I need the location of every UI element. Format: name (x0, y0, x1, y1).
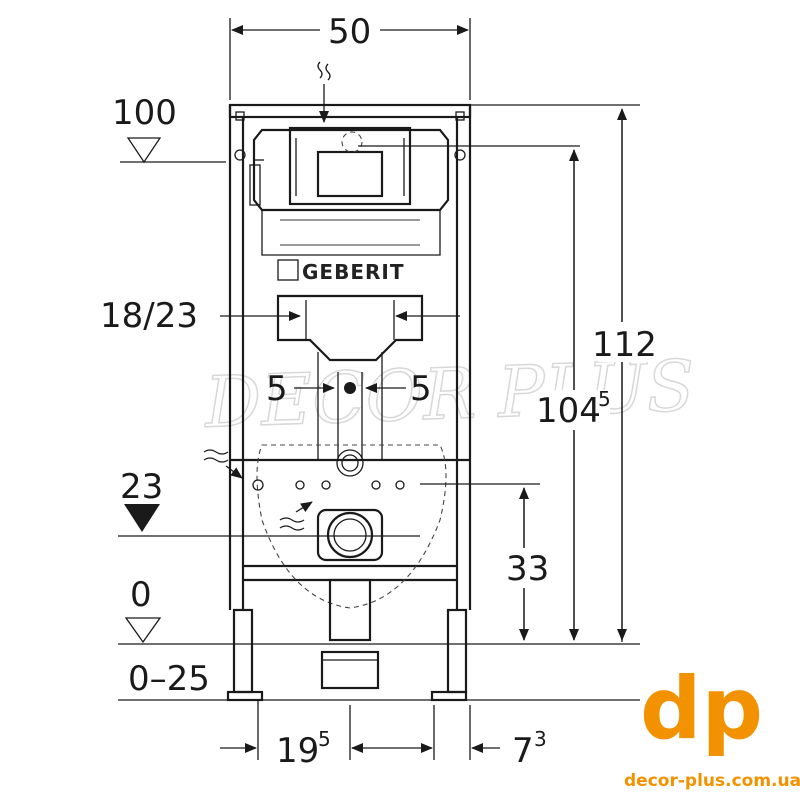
decor-plus-logo: dp decor-plus.com.ua (624, 659, 800, 791)
actuation-height-label: 104 (536, 391, 601, 431)
width-label: 50 (328, 12, 371, 52)
side-gap-dimension: 18/23 (100, 296, 460, 340)
drain-level-label: 23 (120, 467, 163, 507)
floor-level-marker: 0 (118, 575, 640, 645)
geberit-logo: GEBERIT (277, 259, 404, 284)
drain-height-label: 33 (506, 549, 549, 589)
pipe-offset-dimension: 5 5 (266, 369, 432, 409)
logo-url: decor-plus.com.ua (624, 771, 800, 791)
pipe-right-label: 5 (410, 369, 432, 409)
pipe-left-label: 5 (266, 369, 288, 409)
level-100-label: 100 (112, 93, 177, 133)
floor-range-marker: 0–25 (118, 659, 640, 701)
width-dimension: 50 (229, 12, 471, 100)
side-gap-label: 18/23 (100, 296, 198, 336)
drain-height-dimension: 33 (420, 483, 552, 641)
level-100-marker: 100 (112, 93, 226, 164)
brand-name: GEBERIT (302, 260, 404, 284)
actuation-height-sup: 5 (598, 387, 611, 411)
central-panel (252, 294, 447, 690)
floor-range-label: 0–25 (128, 659, 210, 699)
bottom-left-label: 19 (276, 731, 319, 771)
total-height-dimension: 112 (470, 104, 658, 642)
waste-inlet-icon (203, 449, 313, 531)
cistern (249, 126, 580, 256)
drain-level-marker: 23 (118, 467, 420, 537)
mounting-frame (226, 103, 472, 702)
actuation-height-dimension: 104 5 (536, 149, 611, 641)
floor-level-label: 0 (130, 575, 152, 615)
bottom-right-label: 7 (512, 731, 534, 771)
total-height-label: 112 (592, 325, 657, 365)
water-inlet-icon (317, 61, 331, 123)
bottom-dimensions: 19 5 7 3 (220, 700, 547, 771)
bottom-left-sup: 5 (318, 727, 331, 751)
logo-mark: dp (640, 659, 763, 759)
bottom-right-sup: 3 (534, 727, 547, 751)
